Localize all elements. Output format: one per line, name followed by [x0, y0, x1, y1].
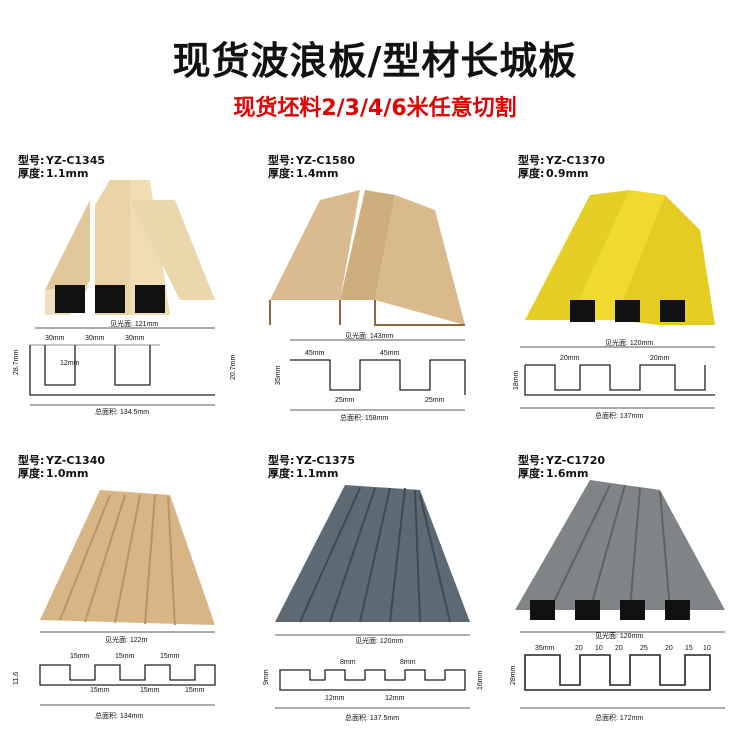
svg-text:8mm: 8mm	[400, 659, 416, 666]
svg-text:12mm: 12mm	[325, 695, 345, 702]
svg-text:11.6: 11.6	[13, 672, 20, 685]
svg-text:10: 10	[703, 645, 711, 652]
svg-text:30mm: 30mm	[85, 335, 105, 342]
model-number: YZ-C1720	[546, 454, 606, 467]
svg-text:15mm: 15mm	[115, 653, 135, 660]
product-label: 型号:YZ-C1580 厚度:1.4mm	[268, 154, 356, 180]
svg-text:28.7mm: 28.7mm	[13, 350, 20, 375]
profile-illustration: 见光面: 120mm 35mm 20 10 20 25 20 15 10 28m…	[510, 480, 725, 722]
dim-bottom: 总面积: 172mm	[595, 713, 643, 722]
dim-top: 见光面: 121mm	[110, 319, 158, 328]
svg-text:25mm: 25mm	[335, 397, 355, 404]
svg-text:35mm: 35mm	[535, 645, 555, 652]
svg-text:9mm: 9mm	[263, 669, 270, 685]
product-label: 型号:YZ-C1720 厚度:1.6mm	[518, 454, 606, 480]
profile-illustration: 见光面: 121mm 30mm 30mm 30mm 12mm 28.7mm 20…	[13, 180, 237, 416]
thickness-value: 1.0mm	[46, 467, 89, 480]
svg-text:16mm: 16mm	[477, 670, 484, 690]
dim-bottom: 总面积: 134mm	[95, 711, 143, 720]
product-card-6: 型号:YZ-C1720 厚度:1.6mm 见光面: 120mm 35mm 20 …	[500, 450, 750, 755]
svg-text:18mm: 18mm	[513, 370, 520, 390]
thickness-value: 1.1mm	[296, 467, 339, 480]
page-subtitle: 现货坯料2/3/4/6米任意切割	[233, 96, 517, 121]
svg-text:25mm: 25mm	[425, 397, 445, 404]
svg-text:12mm: 12mm	[385, 695, 405, 702]
svg-text:30mm: 30mm	[45, 335, 65, 342]
svg-text:15mm: 15mm	[160, 653, 180, 660]
svg-text:15mm: 15mm	[140, 687, 160, 694]
product-card-4: 型号:YZ-C1340 厚度:1.0mm 见光面: 122m 15mm 15mm…	[0, 450, 250, 755]
svg-text:45mm: 45mm	[380, 350, 400, 357]
model-number: YZ-C1370	[546, 154, 606, 167]
svg-text:12mm: 12mm	[60, 360, 80, 367]
product-card-1: 型号:YZ-C1345 厚度:1.1mm 见光面: 121mm 30mm 30m…	[0, 150, 250, 455]
dim-bottom: 总面积: 137.5mm	[345, 713, 399, 722]
svg-text:10: 10	[595, 645, 603, 652]
dim-top: 见光面: 120mm	[595, 631, 643, 640]
product-card-2: 型号:YZ-C1580 厚度:1.4mm 见光面: 143mm 45mm 45m…	[250, 150, 500, 455]
dim-bottom: 总面积: 137mm	[595, 411, 643, 420]
svg-text:35mm: 35mm	[275, 365, 282, 385]
svg-text:20mm: 20mm	[560, 355, 580, 362]
svg-text:45mm: 45mm	[305, 350, 325, 357]
profile-illustration: 见光面: 120mm 8mm 8mm 12mm 12mm 9mm 16mm 总面…	[263, 485, 484, 722]
svg-text:20.7mm: 20.7mm	[230, 355, 237, 380]
svg-text:20mm: 20mm	[650, 355, 670, 362]
svg-text:15mm: 15mm	[70, 653, 90, 660]
dim-top: 见光面: 120mm	[355, 636, 403, 645]
svg-text:28mm: 28mm	[510, 665, 517, 685]
dim-bottom: 总面积: 134.5mm	[95, 407, 149, 416]
thickness-value: 1.4mm	[296, 167, 339, 180]
dim-top: 见光面: 122m	[105, 635, 148, 644]
product-label: 型号:YZ-C1370 厚度:0.9mm	[518, 154, 606, 180]
profile-illustration: 见光面: 143mm 45mm 45mm 25mm 25mm 35mm 总面积:…	[269, 190, 466, 422]
thickness-value: 1.1mm	[46, 167, 89, 180]
dim-top: 见光面: 143mm	[345, 331, 393, 340]
svg-text:15: 15	[685, 645, 693, 652]
svg-text:15mm: 15mm	[185, 687, 205, 694]
svg-text:25: 25	[640, 645, 648, 652]
svg-text:20: 20	[665, 645, 673, 652]
product-label: 型号:YZ-C1340 厚度:1.0mm	[18, 454, 106, 480]
profile-illustration: 见光面: 122m 15mm 15mm 15mm 15mm 15mm 15mm …	[13, 490, 216, 720]
product-label: 型号:YZ-C1345 厚度:1.1mm	[18, 154, 106, 180]
thickness-value: 1.6mm	[546, 467, 589, 480]
product-card-3: 型号:YZ-C1370 厚度:0.9mm 见光面: 120mm 20mm 20m…	[500, 150, 750, 455]
profile-illustration: 见光面: 120mm 20mm 20mm 18mm 总面积: 137mm	[513, 190, 715, 420]
page-title: 现货波浪板/型材长城板	[172, 39, 578, 83]
model-number: YZ-C1340	[46, 454, 106, 467]
svg-text:15mm: 15mm	[90, 687, 110, 694]
thickness-value: 0.9mm	[546, 167, 589, 180]
svg-text:8mm: 8mm	[340, 659, 356, 666]
svg-text:20: 20	[575, 645, 583, 652]
dim-bottom: 总面积: 158mm	[340, 413, 388, 422]
dim-top: 见光面: 120mm	[605, 338, 653, 347]
product-card-5: 型号:YZ-C1375 厚度:1.1mm 见光面: 120mm 8mm 8mm …	[250, 450, 500, 755]
model-number: YZ-C1375	[296, 454, 356, 467]
model-number: YZ-C1345	[46, 154, 106, 167]
model-number: YZ-C1580	[296, 154, 356, 167]
product-label: 型号:YZ-C1375 厚度:1.1mm	[268, 454, 356, 480]
svg-text:30mm: 30mm	[125, 335, 145, 342]
svg-text:20: 20	[615, 645, 623, 652]
